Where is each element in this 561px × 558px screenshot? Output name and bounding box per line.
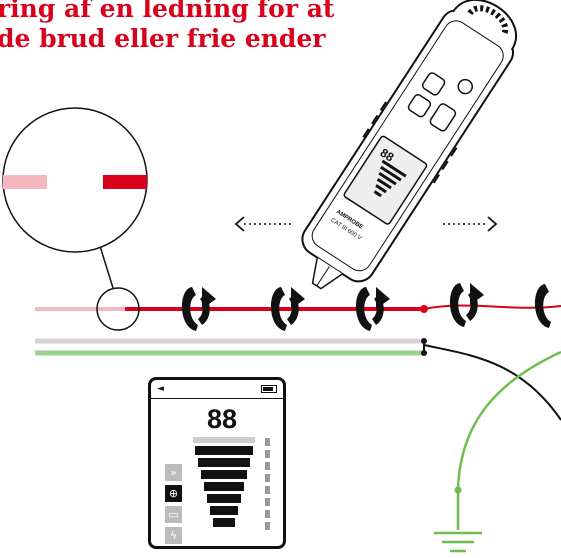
signal-bars — [191, 437, 257, 530]
chevrons-icon: » — [165, 464, 182, 481]
ground-junction — [454, 486, 462, 494]
scale-tick — [265, 438, 270, 446]
target-icon: ⊕ — [165, 485, 182, 502]
signal-bar — [195, 446, 253, 455]
device-screen — [343, 135, 428, 225]
speaker-icon: ◄ — [157, 384, 164, 394]
signal-scale — [265, 438, 270, 534]
scale-tick — [265, 474, 270, 482]
headline-line-2: de brud eller frie ender — [0, 24, 326, 53]
battery-icon — [261, 385, 277, 393]
magnified-wire-red — [103, 175, 147, 189]
device-button-minus — [407, 94, 432, 118]
tracer-device: 88 CAT III 600 V AMPROBE — [301, 0, 518, 290]
signal-bar — [201, 470, 247, 479]
wire-black — [423, 344, 561, 421]
mode-icons: » ⊕ ▭ ϟ — [165, 464, 182, 548]
headline-line-1: ring af en ledning for at — [0, 0, 335, 23]
signal-bar — [193, 437, 255, 443]
scale-tick — [265, 510, 270, 518]
signal-bar — [207, 494, 241, 503]
signal-bar — [204, 482, 244, 491]
device-power-button — [457, 78, 474, 95]
scale-tick — [265, 522, 270, 530]
battery-level-icon: ▭ — [165, 506, 182, 523]
display-panel: ◄ 88 » ⊕ ▭ ϟ — [148, 377, 286, 549]
wire-junction-green — [421, 350, 427, 356]
signal-bar — [198, 458, 250, 467]
signal-bar — [213, 518, 235, 527]
ground-wire — [456, 350, 561, 530]
rotation-arrows — [181, 283, 551, 331]
wire-junction-red — [420, 305, 428, 313]
panel-divider — [151, 398, 283, 399]
lightning-icon: ϟ — [165, 527, 182, 544]
magnifier-small-circle — [96, 287, 140, 331]
rotation-arrow-icon — [270, 287, 305, 331]
rotation-arrow-icon — [449, 283, 484, 327]
wire-red-thin — [423, 304, 561, 310]
scale-tick — [265, 498, 270, 506]
device-button-plus — [421, 72, 446, 96]
scale-tick — [265, 450, 270, 458]
magnifier — [2, 107, 148, 331]
wire-junction-gray — [421, 338, 427, 344]
rotation-arrow-icon — [181, 287, 216, 331]
magnified-wire-faded — [3, 175, 47, 189]
scale-tick — [265, 486, 270, 494]
rotation-arrow-icon — [355, 287, 390, 331]
signal-bar — [210, 506, 238, 515]
device-button-mode — [429, 103, 457, 132]
panel-reading: 88 — [206, 404, 238, 434]
move-left-arrow — [234, 216, 292, 232]
ground-icon — [434, 531, 482, 553]
rotation-arrow-icon — [534, 284, 551, 328]
move-right-arrow — [443, 216, 498, 232]
scale-tick — [265, 462, 270, 470]
